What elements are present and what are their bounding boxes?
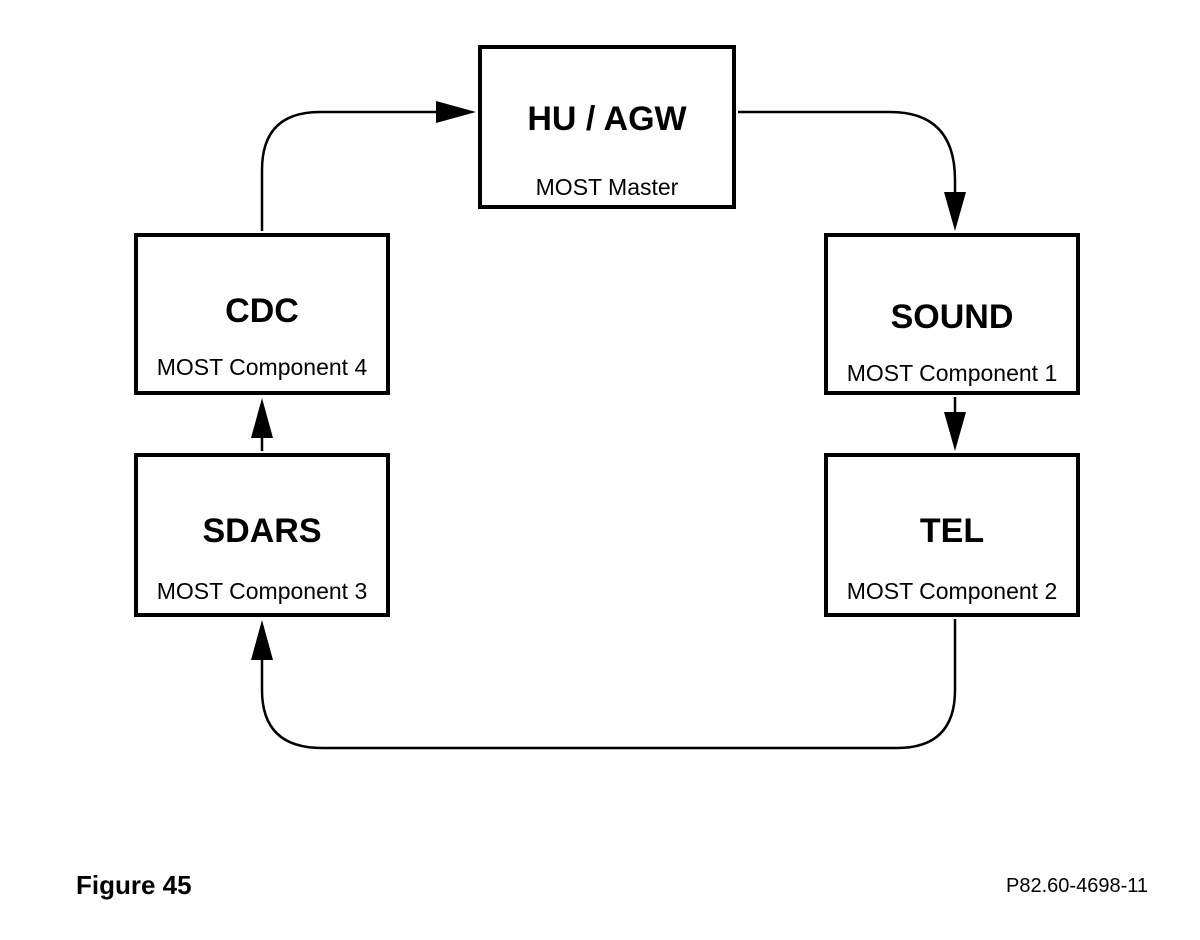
arrowhead-into-hu [436,101,476,123]
node-cdc: CDC MOST Component 4 [134,233,390,395]
connector-tel-to-sdars [260,619,957,750]
node-title: SOUND [890,298,1014,336]
figure-label: Figure 45 [76,870,192,900]
node-title: HU / AGW [527,100,687,138]
arrowhead-into-sound [944,192,966,231]
node-title: TEL [919,512,985,550]
connector-cdc-to-hu [260,110,436,231]
arrowhead-into-tel [944,412,966,451]
node-sdars: SDARS MOST Component 3 [134,453,390,617]
node-subtitle: MOST Component 3 [156,578,368,604]
arrowhead-into-sdars [251,620,273,660]
node-subtitle: MOST Component 1 [846,360,1058,386]
node-subtitle: MOST Component 4 [156,354,368,380]
node-tel: TEL MOST Component 2 [824,453,1080,617]
arrowhead-into-cdc [251,398,273,438]
node-title: SDARS [202,512,322,550]
node-subtitle: MOST Component 2 [846,578,1058,604]
figure-reference-code: P82.60-4698-11 [1006,875,1148,897]
node-title: CDC [225,292,299,330]
node-hu-agw: HU / AGW MOST Master [478,45,736,209]
node-sound: SOUND MOST Component 1 [824,233,1080,395]
node-subtitle: MOST Master [535,174,679,200]
connector-hu-to-sound [738,110,957,194]
